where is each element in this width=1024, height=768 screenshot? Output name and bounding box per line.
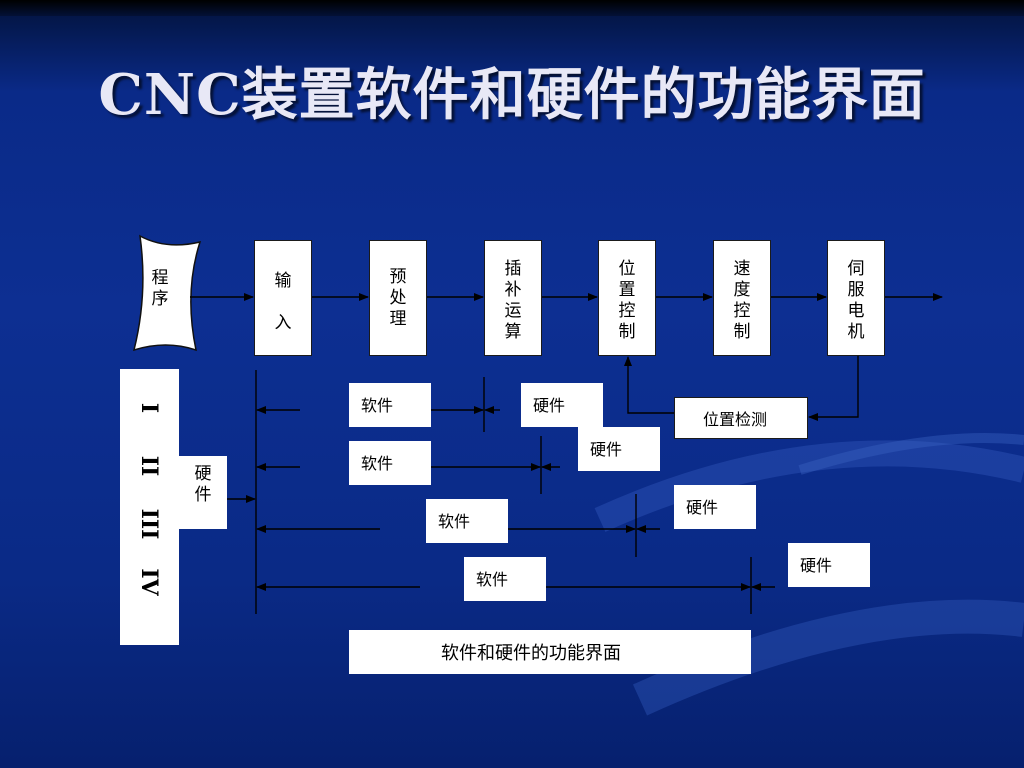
row1-hardware: 硬件 [521,383,603,427]
step-servo-motor: 伺 服 电 机 [827,240,885,356]
caption-box: 软件和硬件的功能界面 [349,630,751,674]
row1-software: 软件 [349,383,431,427]
step-interpolation: 插 补 运 算 [484,240,542,356]
row3-hardware: 硬件 [674,485,756,529]
row4-software: 软件 [464,557,546,601]
step-speed-control: 速 度 控 制 [713,240,771,356]
row2-hardware: 硬件 [578,427,660,471]
step-preprocess: 预 处 理 [369,240,427,356]
page-title: CNC装置软件和硬件的功能界面 [98,62,926,128]
row4-hardware: 硬件 [788,543,870,587]
hardware-side-box: 硬 件 [179,456,227,529]
step-input: 输 入 [254,240,312,356]
row3-software: 软件 [426,499,508,543]
top-bar [0,0,1024,16]
row2-software: 软件 [349,441,431,485]
position-detection-box: 位置检测 [674,397,808,439]
program-label: 程 序 [151,268,169,309]
step-position-control: 位 置 控 制 [598,240,656,356]
program-shape [132,234,202,352]
level-panel: I II III IV [120,369,179,645]
